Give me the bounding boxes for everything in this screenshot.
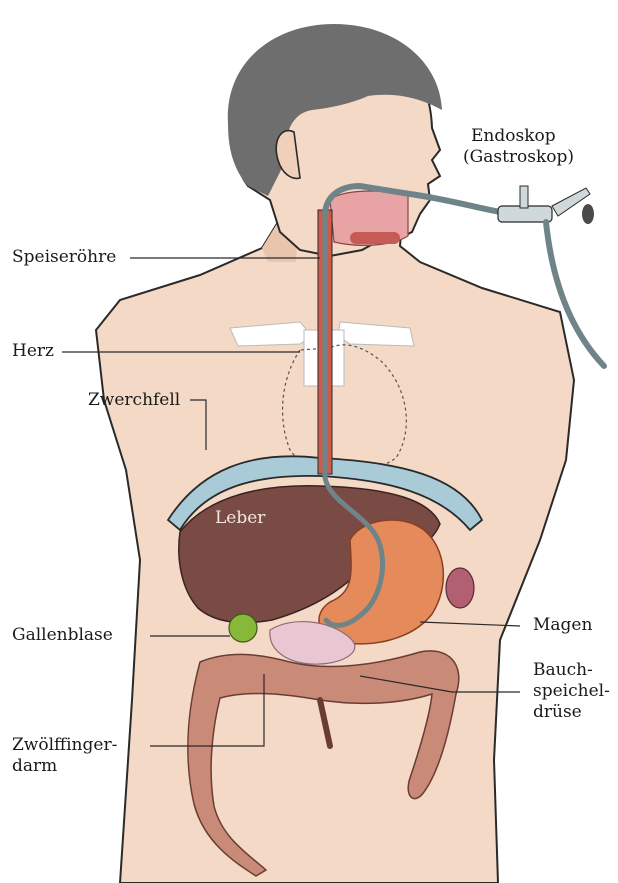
label-bauch-2: speichel-	[533, 681, 610, 702]
spleen	[446, 568, 474, 608]
tongue	[350, 232, 400, 244]
label-bauch-3: drüse	[533, 702, 582, 723]
label-gallenblase: Gallenblase	[12, 625, 113, 646]
label-magen: Magen	[533, 615, 592, 636]
label-endoskop-2: (Gastroskop)	[463, 147, 574, 168]
label-speiseroehre: Speiseröhre	[12, 247, 116, 268]
endoscope-handle	[498, 186, 594, 224]
label-zwoelf-2: darm	[12, 756, 57, 777]
label-zwerchfell: Zwerchfell	[88, 390, 180, 411]
gallbladder	[229, 614, 257, 642]
label-zwoelf-1: Zwölffinger-	[12, 735, 117, 756]
label-herz: Herz	[12, 341, 54, 362]
label-bauch-1: Bauch-	[533, 660, 593, 681]
label-endoskop-1: Endoskop	[471, 126, 556, 147]
label-leber: Leber	[215, 508, 265, 529]
